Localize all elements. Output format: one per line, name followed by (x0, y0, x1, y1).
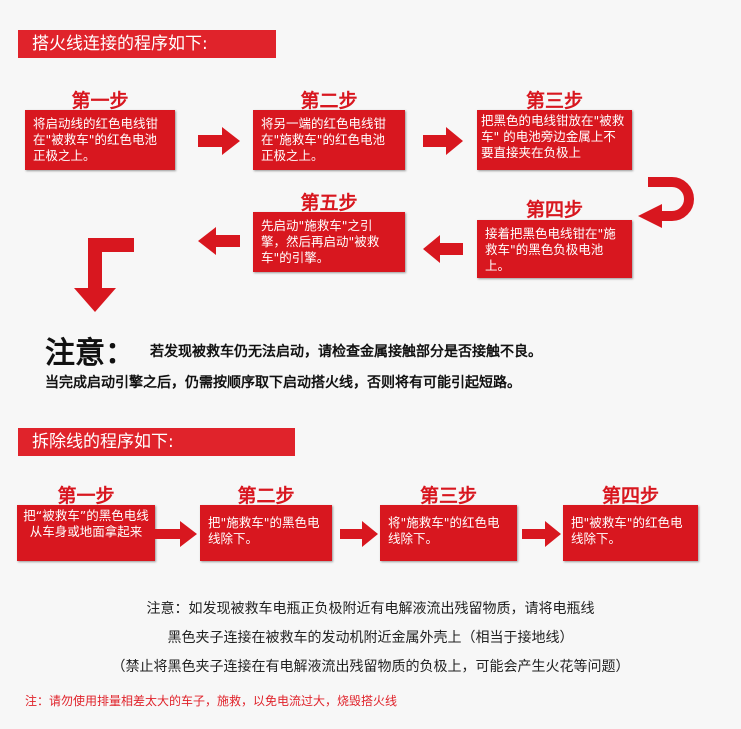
step2-box: 将另一端的红色电线钳在"施救车"的红色电池正极之上。 (253, 110, 405, 170)
note-line2: 黑色夹子连接在被救车的发动机附近金属外壳上（相当于接地线） (167, 630, 574, 646)
bent-arrow-icon (88, 238, 134, 292)
step3-label: 第三步 (525, 90, 583, 112)
step2-label: 第二步 (300, 90, 358, 112)
arrow-left-icon (423, 235, 463, 263)
arrow-right-icon (522, 521, 561, 547)
remove-step3-label: 第三步 (419, 485, 477, 507)
step3-box: 把黑色的电线钳放在"被救车" 的电池旁边金属上不要直接夹在负极上 (477, 110, 632, 170)
u-turn-arrow-icon (648, 177, 694, 221)
arrow-right-icon (198, 127, 240, 155)
note-line3: （禁止将黑色夹子连接在有电解液流出残留物质的负极上，可能会产生火花等问题） (111, 659, 630, 675)
remove-step4-box: 把"被救车"的红色电线除下。 (563, 505, 698, 561)
step5-label: 第五步 (300, 192, 358, 214)
step4-label: 第四步 (525, 199, 583, 221)
remove-step1-label: 第一步 (57, 485, 115, 507)
remove-step2-label: 第二步 (237, 485, 295, 507)
note-line1: 注意：如发现被救车电瓶正负极附近有电解液流出残留物质，请将电瓶线 (146, 601, 595, 617)
step1-box: 将启动线的红色电线钳在"被救车"的红色电池正极之上。 (25, 110, 175, 170)
flow-arrows (74, 127, 694, 312)
arrow-left-icon (198, 227, 240, 255)
arrow-right-icon (340, 521, 378, 547)
step1-label: 第一步 (71, 90, 129, 112)
caution-line1: 若发现被救车仍无法启动，请检查金属接触部分是否接触不良。 (150, 344, 542, 360)
step5-box: 先启动"施救车"之引擎，然后再启动"被救车"的引擎。 (253, 212, 405, 272)
step4-box: 接着把黑色电线钳在"施救车"的黑色负极电池上。 (477, 220, 632, 278)
arrow-right-icon (423, 127, 463, 155)
caution-heading: 注意： (45, 336, 135, 371)
caution-line2: 当完成启动引擎之后，仍需按顺序取下启动搭火线，否则将有可能引起短路。 (45, 375, 521, 391)
section1-title: 搭火线连接的程序如下: (18, 30, 276, 58)
bent-arrowhead (74, 288, 116, 312)
remove-arrows (155, 521, 561, 547)
arrow-right-icon (155, 521, 197, 547)
u-turn-arrowhead (638, 204, 662, 228)
footnote: 注：请勿使用排量相差太大的车子，施救，以免电流过大，烧毁搭火线 (25, 694, 398, 708)
remove-step1-box: 把“被救车”的黑色电线从车身或地面拿起来 (17, 505, 155, 561)
section2-title: 拆除线的程序如下: (18, 428, 295, 456)
remove-step4-label: 第四步 (601, 485, 659, 507)
remove-step2-box: 把"施救车"的黑色电线除下。 (200, 505, 332, 561)
remove-step3-box: 将"施救车"的红色电线除下。 (380, 505, 517, 561)
